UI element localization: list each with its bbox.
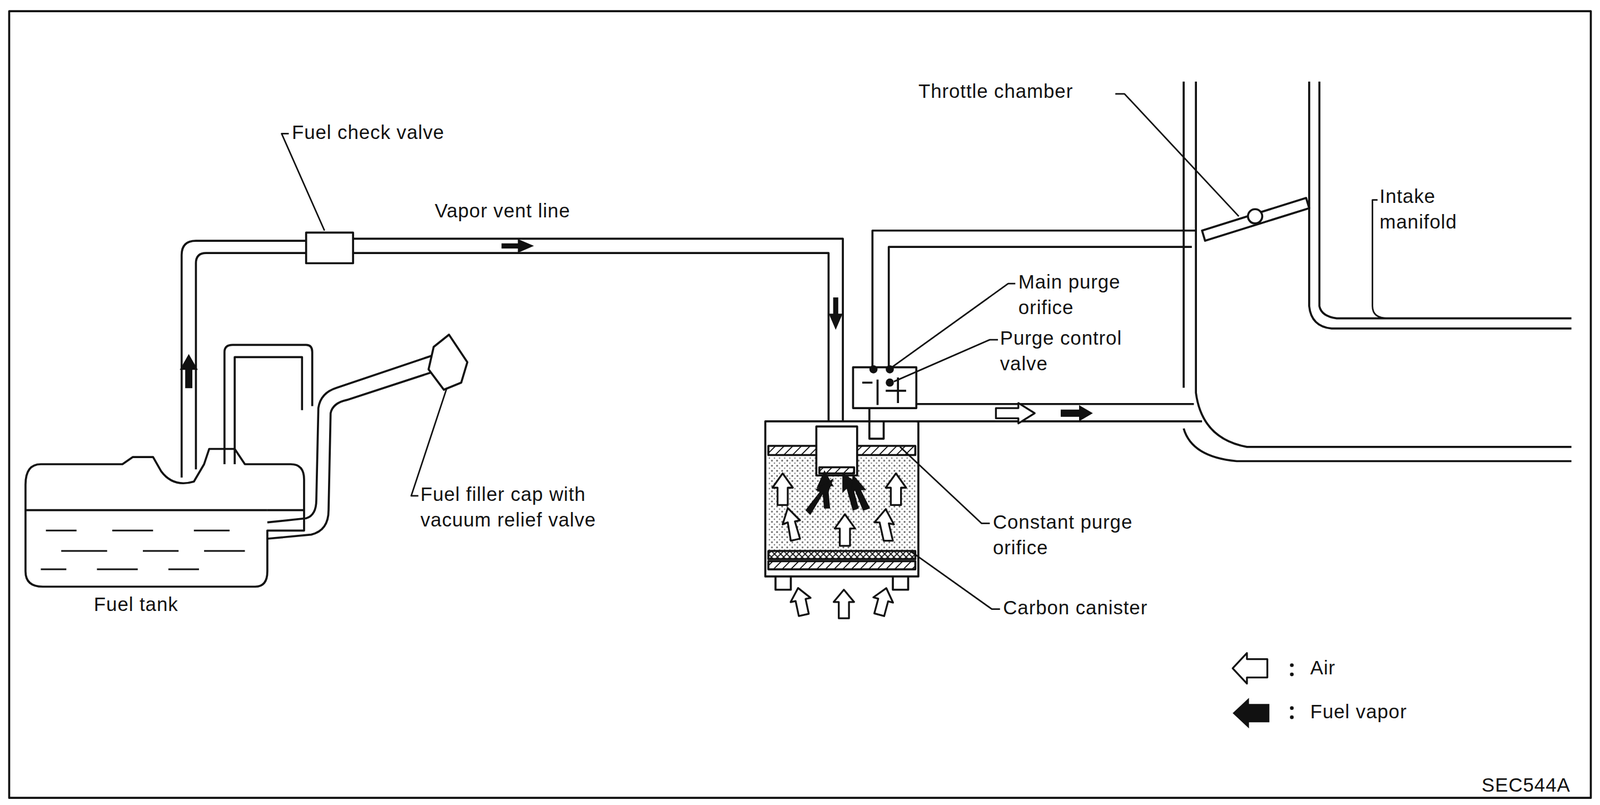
- figure-code: SEC544A: [1481, 773, 1600, 799]
- part-label: Fuel filler cap with vacuum relief valve: [420, 482, 653, 534]
- part-label: Intake manifold: [1379, 184, 1483, 236]
- part-label: Vapor vent line: [434, 199, 639, 225]
- part-label: Main purge orifice: [1018, 270, 1152, 321]
- part-label: Fuel check valve: [291, 120, 496, 146]
- legend-text: Fuel vapor: [1310, 699, 1515, 725]
- part-label: Throttle chamber: [918, 79, 1123, 105]
- legend-text: Air: [1310, 656, 1515, 682]
- part-label: Constant purge orifice: [992, 510, 1139, 561]
- part-label: Fuel tank: [93, 592, 237, 618]
- part-label: Purge control valve: [1000, 326, 1154, 377]
- part-label: Carbon canister: [1002, 595, 1207, 621]
